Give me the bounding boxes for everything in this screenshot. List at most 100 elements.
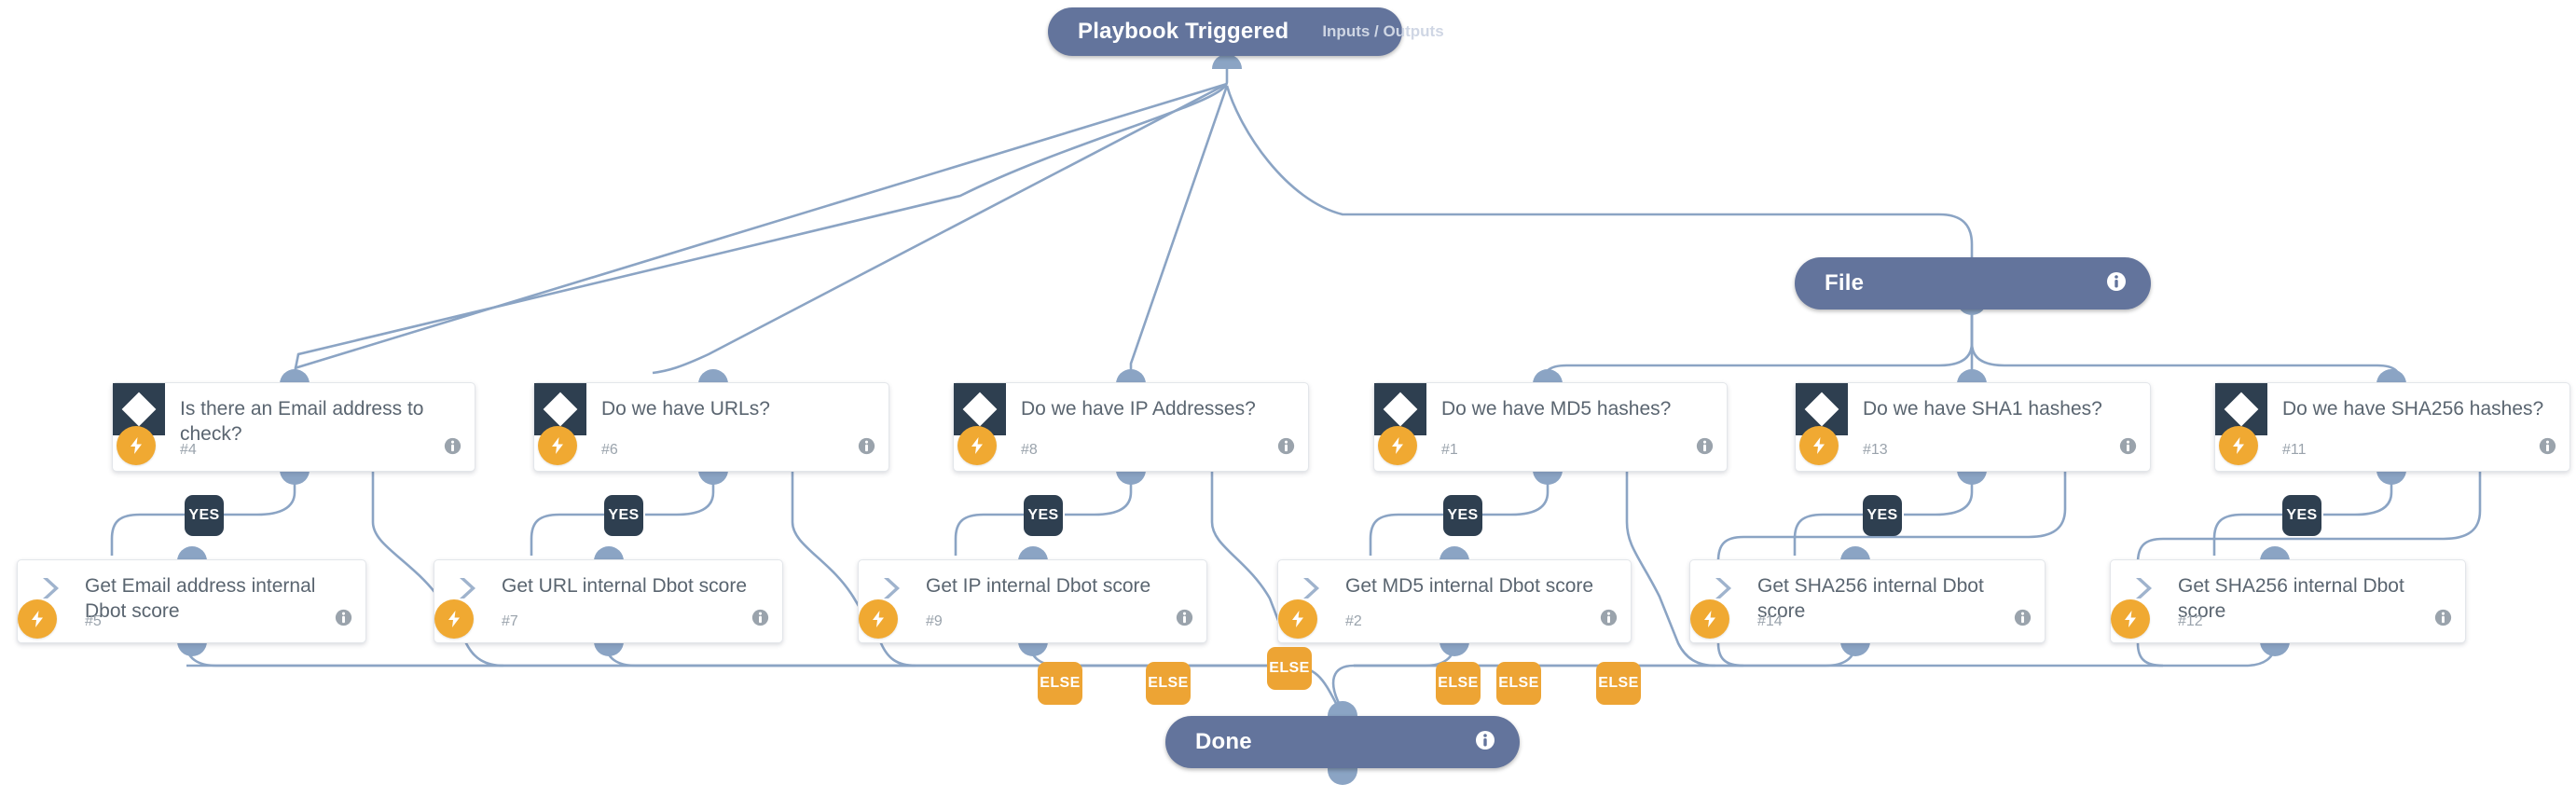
condition-title: Do we have SHA256 hashes? — [2282, 398, 2544, 420]
edge-label-yes[interactable]: YES — [2282, 495, 2321, 536]
connector-knob — [698, 470, 728, 485]
done-node[interactable]: Done — [1165, 716, 1520, 768]
file-node-title: File — [1825, 270, 1865, 296]
condition-card[interactable]: Do we have SHA1 hashes? #13 — [1795, 382, 2151, 472]
connector-knob — [594, 641, 624, 656]
info-icon[interactable] — [1176, 609, 1193, 631]
connector-knob — [1840, 641, 1870, 656]
info-icon[interactable] — [2119, 437, 2137, 460]
task-card[interactable]: Get Email address internal Dbot score #5 — [17, 559, 366, 643]
info-icon[interactable] — [335, 609, 352, 631]
playbook-triggered-inputs-outputs[interactable]: Inputs / Outputs — [1322, 22, 1444, 40]
connector-knob — [177, 546, 207, 561]
chevron-right-icon — [1701, 570, 1743, 607]
edge-label-yes-text: YES — [1027, 507, 1059, 523]
edge-label-yes-text: YES — [1867, 507, 1898, 523]
edge-label-else[interactable]: ELSE — [1038, 662, 1082, 705]
edge-label-else-text: ELSE — [1598, 675, 1639, 691]
automation-bolt-icon — [117, 426, 156, 465]
edge-label-yes-text: YES — [608, 507, 640, 523]
condition-card[interactable]: Do we have IP Addresses? #8 — [953, 382, 1309, 472]
connector-knob — [2376, 369, 2406, 384]
condition-title: Is there an Email address to check? — [180, 398, 424, 445]
info-icon[interactable] — [2106, 271, 2127, 296]
connector-knob — [280, 369, 310, 384]
condition-card[interactable]: Is there an Email address to check? #4 — [112, 382, 475, 472]
edge-label-yes[interactable]: YES — [185, 495, 224, 536]
condition-card[interactable]: Do we have SHA256 hashes? #11 — [2214, 382, 2570, 472]
info-icon[interactable] — [1475, 730, 1495, 755]
automation-bolt-icon — [538, 426, 577, 465]
task-id: #5 — [85, 613, 102, 629]
chevron-right-icon — [2122, 570, 2163, 607]
edge-label-else[interactable]: ELSE — [1436, 662, 1481, 705]
edge-label-yes[interactable]: YES — [604, 495, 643, 536]
task-card[interactable]: Get MD5 internal Dbot score #2 — [1277, 559, 1632, 643]
info-icon[interactable] — [1277, 437, 1295, 460]
connector-knob — [698, 369, 728, 384]
connector-knob — [2260, 641, 2290, 656]
connector-knob — [1840, 546, 1870, 561]
condition-card[interactable]: Do we have MD5 hashes? #1 — [1373, 382, 1728, 472]
task-card[interactable]: Get SHA256 internal Dbot score #14 — [1689, 559, 2046, 643]
task-title: Get SHA256 internal Dbot score — [2178, 575, 2404, 622]
task-card[interactable]: Get URL internal Dbot score #7 — [434, 559, 783, 643]
info-icon[interactable] — [1696, 437, 1714, 460]
done-node-title: Done — [1195, 729, 1252, 754]
info-icon[interactable] — [2434, 609, 2452, 631]
automation-bolt-icon — [1799, 426, 1839, 465]
playbook-triggered-node[interactable]: Playbook Triggered Inputs / Outputs — [1048, 7, 1444, 56]
edge-label-else[interactable]: ELSE — [1267, 647, 1312, 690]
connector-knob — [1533, 369, 1563, 384]
task-id: #2 — [1345, 613, 1362, 629]
info-icon[interactable] — [1600, 609, 1618, 631]
info-icon[interactable] — [751, 609, 769, 631]
info-icon[interactable] — [2014, 609, 2032, 631]
connector-knob — [1018, 641, 1048, 656]
condition-id: #13 — [1863, 442, 1888, 458]
info-icon[interactable] — [858, 437, 875, 460]
edge-label-else-text: ELSE — [1040, 675, 1081, 691]
connector-knob — [280, 470, 310, 485]
automation-bolt-icon — [2111, 599, 2150, 639]
task-title: Get Email address internal Dbot score — [85, 575, 316, 622]
task-card[interactable]: Get SHA256 internal Dbot score #12 — [2110, 559, 2466, 643]
edge-label-else[interactable]: ELSE — [1596, 662, 1641, 705]
condition-title: Do we have MD5 hashes? — [1441, 398, 1672, 420]
info-icon[interactable] — [444, 437, 461, 460]
connector-knob — [1328, 701, 1357, 718]
condition-id: #1 — [1441, 442, 1458, 458]
connector-knob — [1018, 546, 1048, 561]
condition-title: Do we have URLs? — [601, 398, 770, 420]
edge-label-yes[interactable]: YES — [1863, 495, 1902, 536]
connector-knob — [1440, 641, 1469, 656]
connector-knob — [177, 641, 207, 656]
connector-knob — [1440, 546, 1469, 561]
task-title: Get IP internal Dbot score — [926, 575, 1151, 597]
edge-label-yes[interactable]: YES — [1024, 495, 1063, 536]
automation-bolt-icon — [1278, 599, 1317, 639]
automation-bolt-icon — [859, 599, 898, 639]
connector-knob — [594, 546, 624, 561]
info-icon[interactable] — [2539, 437, 2556, 460]
edge-label-yes[interactable]: YES — [1443, 495, 1482, 536]
task-id: #14 — [1757, 613, 1783, 629]
connector-knob — [2260, 546, 2290, 561]
edge-label-else[interactable]: ELSE — [1496, 662, 1541, 705]
file-section-node[interactable]: File — [1795, 257, 2151, 310]
edge-label-else-text: ELSE — [1498, 675, 1539, 691]
edge-label-else-text: ELSE — [1148, 675, 1189, 691]
chevron-right-icon — [29, 570, 70, 607]
task-id: #9 — [926, 613, 943, 629]
edge-label-yes-text: YES — [1447, 507, 1479, 523]
task-id: #12 — [2178, 613, 2203, 629]
connector-knob — [1116, 369, 1146, 384]
automation-bolt-icon — [1378, 426, 1417, 465]
chevron-right-icon — [446, 570, 487, 607]
playbook-triggered-title: Playbook Triggered — [1078, 19, 1289, 44]
edge-label-else[interactable]: ELSE — [1146, 662, 1191, 705]
condition-card[interactable]: Do we have URLs? #6 — [533, 382, 889, 472]
task-card[interactable]: Get IP internal Dbot score #9 — [858, 559, 1207, 643]
edge-label-else-text: ELSE — [1438, 675, 1479, 691]
